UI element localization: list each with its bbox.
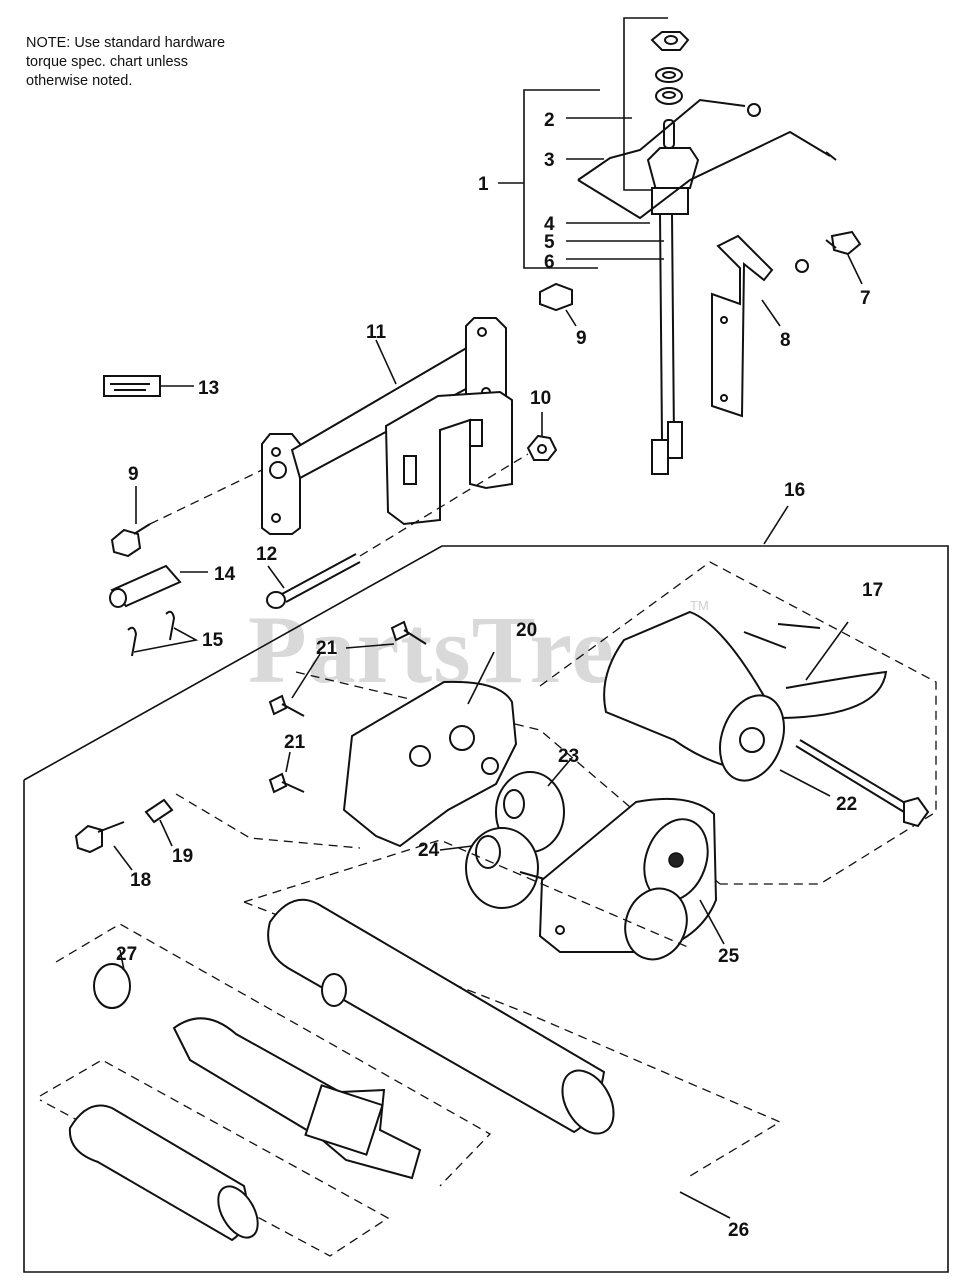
callout-15: 15 [202,630,224,651]
callout-16: 16 [784,480,805,501]
callout-3: 3 [544,150,555,171]
part-24-gear [439,827,549,909]
note-line-3: otherwise noted. [26,73,133,89]
callout-25: 25 [718,946,740,967]
part-9-lower-bolt [110,469,263,558]
part-10-nut [526,412,558,461]
callout-12: 12 [256,544,277,565]
callout-5: 5 [544,232,555,253]
callout-7: 7 [860,288,871,309]
callout-22: 22 [836,794,857,815]
part-20-housing-cover [295,651,721,885]
part-25-gearbox [538,797,725,961]
part-9-upper-bolt [539,282,577,327]
part-15-cotter-pins [127,610,199,657]
callout-24: 24 [418,840,440,861]
part-11-frame [261,317,513,535]
callout-13: 13 [198,378,219,399]
part-19-spacer [144,793,361,849]
part-13-decal [103,375,194,397]
part-26-cylinder [39,1059,390,1257]
switch-assembly [498,17,837,475]
callout-9-upper: 9 [576,328,587,349]
callout-2: 2 [544,110,555,131]
part-26-tube-assembly [243,839,782,1219]
part-18-bolt [74,821,133,871]
callout-10: 10 [530,388,551,409]
callout-18: 18 [130,870,151,891]
callout-26: 26 [728,1220,749,1241]
callout-23: 23 [558,746,579,767]
part-12-long-bolt [266,453,529,609]
callout-17: 17 [862,580,883,601]
callout-20: 20 [516,620,537,641]
callout-labels: 1 2 3 4 5 6 7 8 9 9 10 11 12 13 14 15 16… [116,110,883,1241]
trademark-mark: TM [690,598,709,613]
note-line-2: torque spec. chart unless [26,54,189,70]
part-7-bolt [795,230,863,285]
part-27-bushing [55,923,492,1187]
callout-19: 19 [172,846,193,867]
callout-4: 4 [544,214,555,235]
part-8-bracket [711,234,781,418]
part-22-bolt [779,739,930,828]
hardware-note: NOTE: Use standard hardware torque spec.… [26,34,286,91]
callout-21-lower: 21 [284,732,306,753]
callout-1: 1 [478,174,489,195]
callout-9-lower: 9 [128,464,139,485]
part-17-motor [539,561,937,885]
part-21-screws [268,620,427,794]
callout-6: 6 [544,252,555,273]
callout-27: 27 [116,944,137,965]
callout-11: 11 [366,322,387,343]
part-16-actuator-box [23,505,949,1273]
part-14-pin [109,564,208,608]
callout-21-upper: 21 [316,638,338,659]
callout-8: 8 [780,330,791,351]
callout-14: 14 [214,564,236,585]
note-line-1: NOTE: Use standard hardware [26,35,226,51]
